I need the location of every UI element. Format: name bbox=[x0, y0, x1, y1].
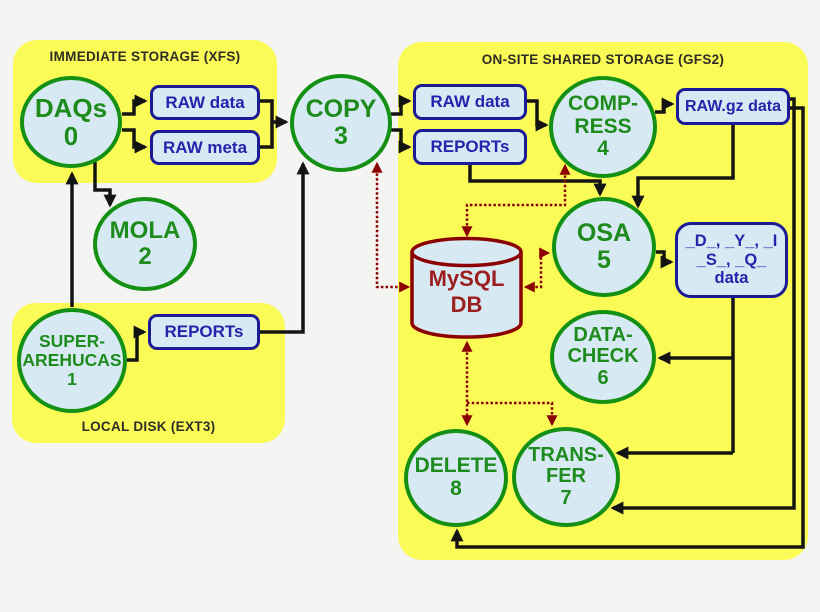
node-osa-number: 5 bbox=[597, 246, 611, 274]
box-raw-meta-left: RAW meta bbox=[150, 130, 260, 165]
node-copy-number: 3 bbox=[334, 122, 348, 150]
arrow-raw-meta-join bbox=[260, 122, 274, 149]
node-datacheck-number: 6 bbox=[597, 366, 609, 389]
node-daqs: DAQs 0 bbox=[20, 76, 122, 168]
node-osa: OSA 5 bbox=[552, 197, 656, 297]
box-dyisq-line1: _D_, _Y_, _I bbox=[685, 232, 778, 251]
arrow-rawgz-to-transfer bbox=[610, 97, 796, 515]
arrow-mysql-osa bbox=[523, 247, 551, 293]
box-raw-data-left: RAW data bbox=[150, 85, 260, 120]
arrow-copy-mysql bbox=[371, 161, 411, 293]
arrow-daqs-to-raw-meta bbox=[122, 128, 148, 154]
box-dyisq-line3: data bbox=[714, 269, 749, 288]
node-compress-number: 4 bbox=[597, 137, 609, 161]
box-reports-left: REPORTs bbox=[148, 314, 260, 350]
arrow-daqs-to-raw-data bbox=[122, 94, 148, 116]
box-raw-data-right-label: RAW data bbox=[430, 92, 510, 112]
region-onsite-shared-storage-label: ON-SITE SHARED STORAGE (GFS2) bbox=[481, 52, 725, 67]
node-transfer: TRANS- FER 7 bbox=[512, 427, 620, 527]
region-immediate-storage-label: IMMEDIATE STORAGE (XFS) bbox=[49, 49, 241, 64]
node-superarehucas-label-1: SUPER- bbox=[38, 331, 106, 352]
database-mysql-line2: DB bbox=[450, 291, 483, 317]
box-reports-right: REPORTs bbox=[413, 129, 527, 165]
node-copy: COPY 3 bbox=[290, 74, 392, 172]
box-dyisq-data: _D_, _Y_, _I _S_, _Q_ data bbox=[675, 222, 788, 298]
node-compress: COMP- RESS 4 bbox=[549, 76, 657, 178]
box-raw-data-left-label: RAW data bbox=[165, 92, 245, 112]
arrow-superarehucas-to-reports bbox=[127, 325, 147, 362]
node-mola-number: 2 bbox=[138, 243, 152, 270]
node-transfer-number: 7 bbox=[560, 486, 572, 509]
arrow-rawgz-to-delete bbox=[450, 106, 805, 549]
arrow-copy-to-reports-right bbox=[391, 128, 412, 154]
arrow-raw-data-to-compress bbox=[527, 99, 549, 132]
database-mysql: MySQL DB bbox=[410, 236, 523, 341]
node-delete: DELETE 8 bbox=[404, 429, 508, 527]
node-mola: MOLA 2 bbox=[93, 197, 197, 291]
arrow-copy-to-raw-data-right bbox=[391, 94, 412, 116]
node-daqs-number: 0 bbox=[63, 121, 79, 151]
node-delete-label: DELETE bbox=[414, 454, 498, 478]
arrow-daqs-to-mola bbox=[93, 162, 117, 208]
arrow-mysql-transfer bbox=[467, 401, 558, 427]
box-dyisq-line2: _S_, _Q_ bbox=[696, 250, 767, 269]
box-rawgz-data-label: RAW.gz data bbox=[684, 97, 781, 115]
arrow-compress-to-rawgz bbox=[655, 97, 675, 114]
node-superarehucas: SUPER- AREHUCAS 1 bbox=[17, 308, 127, 413]
node-transfer-label-1: TRANS- bbox=[528, 443, 604, 466]
box-reports-right-label: REPORTs bbox=[430, 137, 510, 157]
node-compress-label-2: RESS bbox=[574, 114, 632, 138]
node-transfer-label-2: FER bbox=[546, 465, 586, 488]
node-datacheck-label-1: DATA- bbox=[573, 323, 633, 346]
database-mysql-label: MySQL DB bbox=[410, 266, 523, 318]
arrow-mysql-compress bbox=[461, 163, 571, 238]
node-osa-label: OSA bbox=[576, 219, 632, 247]
red-dashed-arrows bbox=[371, 161, 571, 427]
node-daqs-label: DAQs bbox=[34, 92, 108, 123]
box-raw-meta-left-label: RAW meta bbox=[162, 137, 248, 157]
node-delete-number: 8 bbox=[450, 477, 462, 500]
box-raw-data-right: RAW data bbox=[413, 84, 527, 120]
node-compress-label-1: COMP- bbox=[568, 91, 638, 115]
node-superarehucas-label-2: AREHUCAS bbox=[22, 350, 122, 371]
arrow-osa-to-dyisq bbox=[656, 250, 674, 269]
box-rawgz-data: RAW.gz data bbox=[676, 88, 790, 125]
node-copy-label: COPY bbox=[305, 95, 377, 123]
node-mola-label: MOLA bbox=[109, 217, 181, 245]
node-datacheck: DATA- CHECK 6 bbox=[550, 310, 656, 404]
arrow-raw-to-copy bbox=[260, 99, 289, 129]
node-superarehucas-number: 1 bbox=[67, 368, 77, 389]
arrow-reports-to-copy bbox=[260, 161, 310, 334]
arrow-rawgz-to-osa bbox=[631, 125, 735, 209]
box-reports-left-label: REPORTs bbox=[164, 322, 244, 342]
node-datacheck-label-2: CHECK bbox=[567, 345, 639, 368]
region-local-disk-label: LOCAL DISK (EXT3) bbox=[81, 419, 216, 434]
database-mysql-line1: MySQL bbox=[428, 266, 505, 291]
database-cylinder-icon bbox=[410, 236, 523, 339]
